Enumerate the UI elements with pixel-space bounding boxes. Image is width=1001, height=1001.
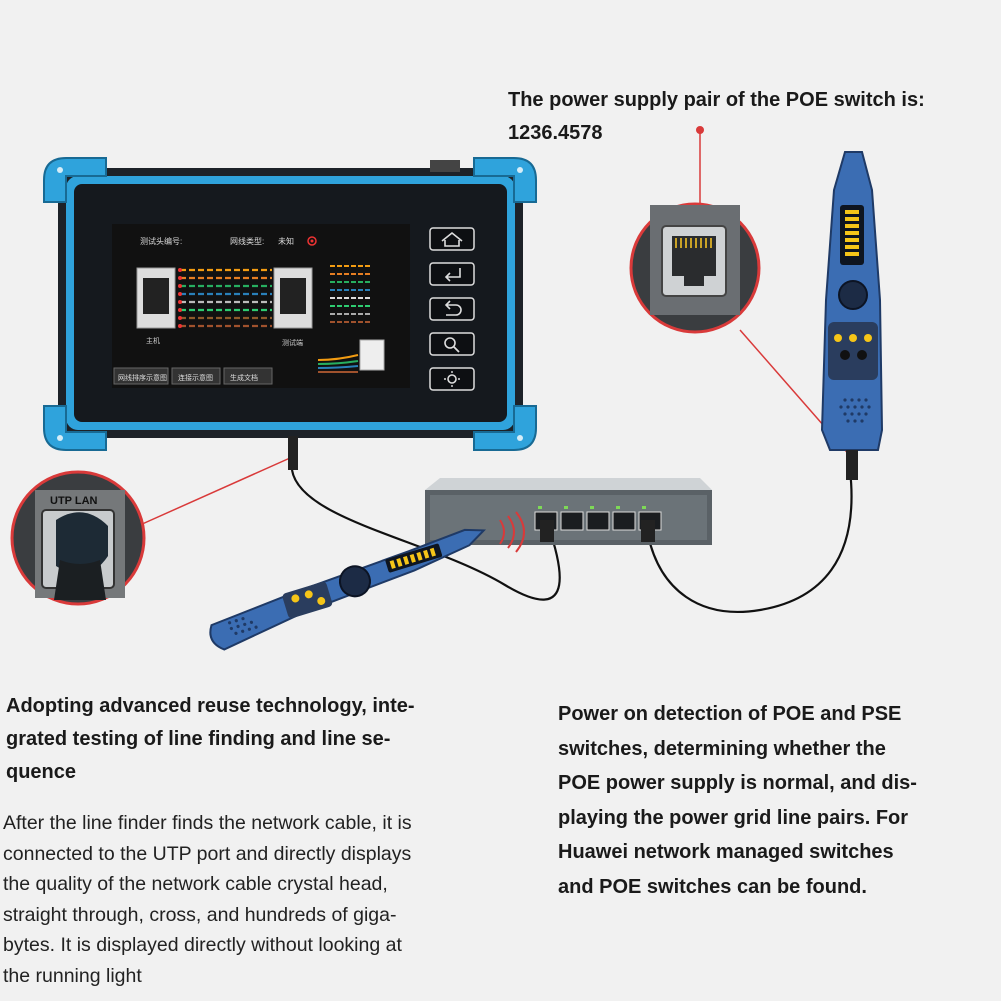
right-line: and POE switches can be found. xyxy=(558,875,867,898)
switch-port-3 xyxy=(586,511,610,531)
utp-port-callout: UTP LAN xyxy=(10,470,146,606)
right-line: Huawei network managed switches xyxy=(558,841,894,863)
cable-tester-switch xyxy=(290,469,561,601)
utp-lan-label: UTP LAN xyxy=(50,495,98,507)
poe-detection-description: Power on detection of POE and PSE switch… xyxy=(558,697,988,904)
body-line: After the line finder finds the network … xyxy=(3,812,412,834)
sort-diagram-button[interactable]: 网线排序示意图 xyxy=(113,367,169,385)
cable-receiver-switch xyxy=(646,469,853,613)
head-no-label: 测试头编号: xyxy=(140,236,182,246)
switch-port-4 xyxy=(612,511,636,531)
brightness-icon[interactable] xyxy=(429,367,475,391)
back-icon[interactable] xyxy=(429,297,475,321)
reuse-technology-heading: Adopting advanced reuse technology, inte… xyxy=(6,690,486,789)
body-line: the running light xyxy=(3,964,142,987)
line-finder-receiver-horizontal xyxy=(209,528,487,651)
heading-line-3: quence xyxy=(6,761,77,783)
line-finder-receiver-vertical xyxy=(820,151,884,480)
callout-dot-top xyxy=(696,126,704,134)
poe-supply-pair-note: The power supply pair of the POE switch … xyxy=(508,84,988,150)
svg-text:生成文档: 生成文档 xyxy=(230,373,258,382)
note-line-2: 1236.4578 xyxy=(508,122,603,144)
line-type-value: 未知 xyxy=(278,236,294,246)
line-type-label: 网线类型: xyxy=(230,236,264,246)
body-line: the quality of the network cable crystal… xyxy=(3,873,388,895)
callout-line-utp xyxy=(139,457,291,526)
heading-line-1: Adopting advanced reuse technology, inte… xyxy=(6,695,415,717)
line-finder-description: After the line finder finds the network … xyxy=(3,808,493,991)
right-line: Power on detection of POE and PSE xyxy=(558,703,902,725)
test-end-label: 测试端 xyxy=(282,338,303,347)
svg-text:连接示意图: 连接示意图 xyxy=(178,373,213,382)
network-tester-device: 测试头编号: 网线类型: 未知 主机 测试端 xyxy=(43,157,537,470)
svg-text:网线排序示意图: 网线排序示意图 xyxy=(118,373,167,382)
enter-icon[interactable] xyxy=(429,262,475,286)
zoom-icon[interactable] xyxy=(429,332,475,356)
right-line: POE power supply is normal, and dis- xyxy=(558,772,917,794)
signal-waves xyxy=(499,511,525,553)
product-illustration: 测试头编号: 网线类型: 未知 主机 测试端 xyxy=(10,126,884,651)
home-icon[interactable] xyxy=(429,227,475,251)
switch-port-2 xyxy=(560,511,584,531)
body-line: connected to the UTP port and directly d… xyxy=(3,842,412,865)
host-label: 主机 xyxy=(146,336,160,345)
body-line: straight through, cross, and hundreds of… xyxy=(3,903,397,926)
body-line: bytes. It is displayed directly without … xyxy=(3,934,402,956)
tester-cable-plug xyxy=(288,436,298,470)
plug-into-port-1 xyxy=(540,520,554,542)
right-line: playing the power grid line pairs. For xyxy=(558,806,909,829)
generate-document-button[interactable]: 生成文档 xyxy=(223,367,273,385)
connection-diagram-button[interactable]: 连接示意图 xyxy=(171,367,221,385)
plug-into-port-5 xyxy=(641,520,655,542)
rj45-jack-callout xyxy=(629,202,761,334)
right-line: switches, determining whether the xyxy=(558,737,886,760)
heading-line-2: grated testing of line finding and line … xyxy=(6,728,391,750)
note-line-1: The power supply pair of the POE switch … xyxy=(508,89,925,111)
